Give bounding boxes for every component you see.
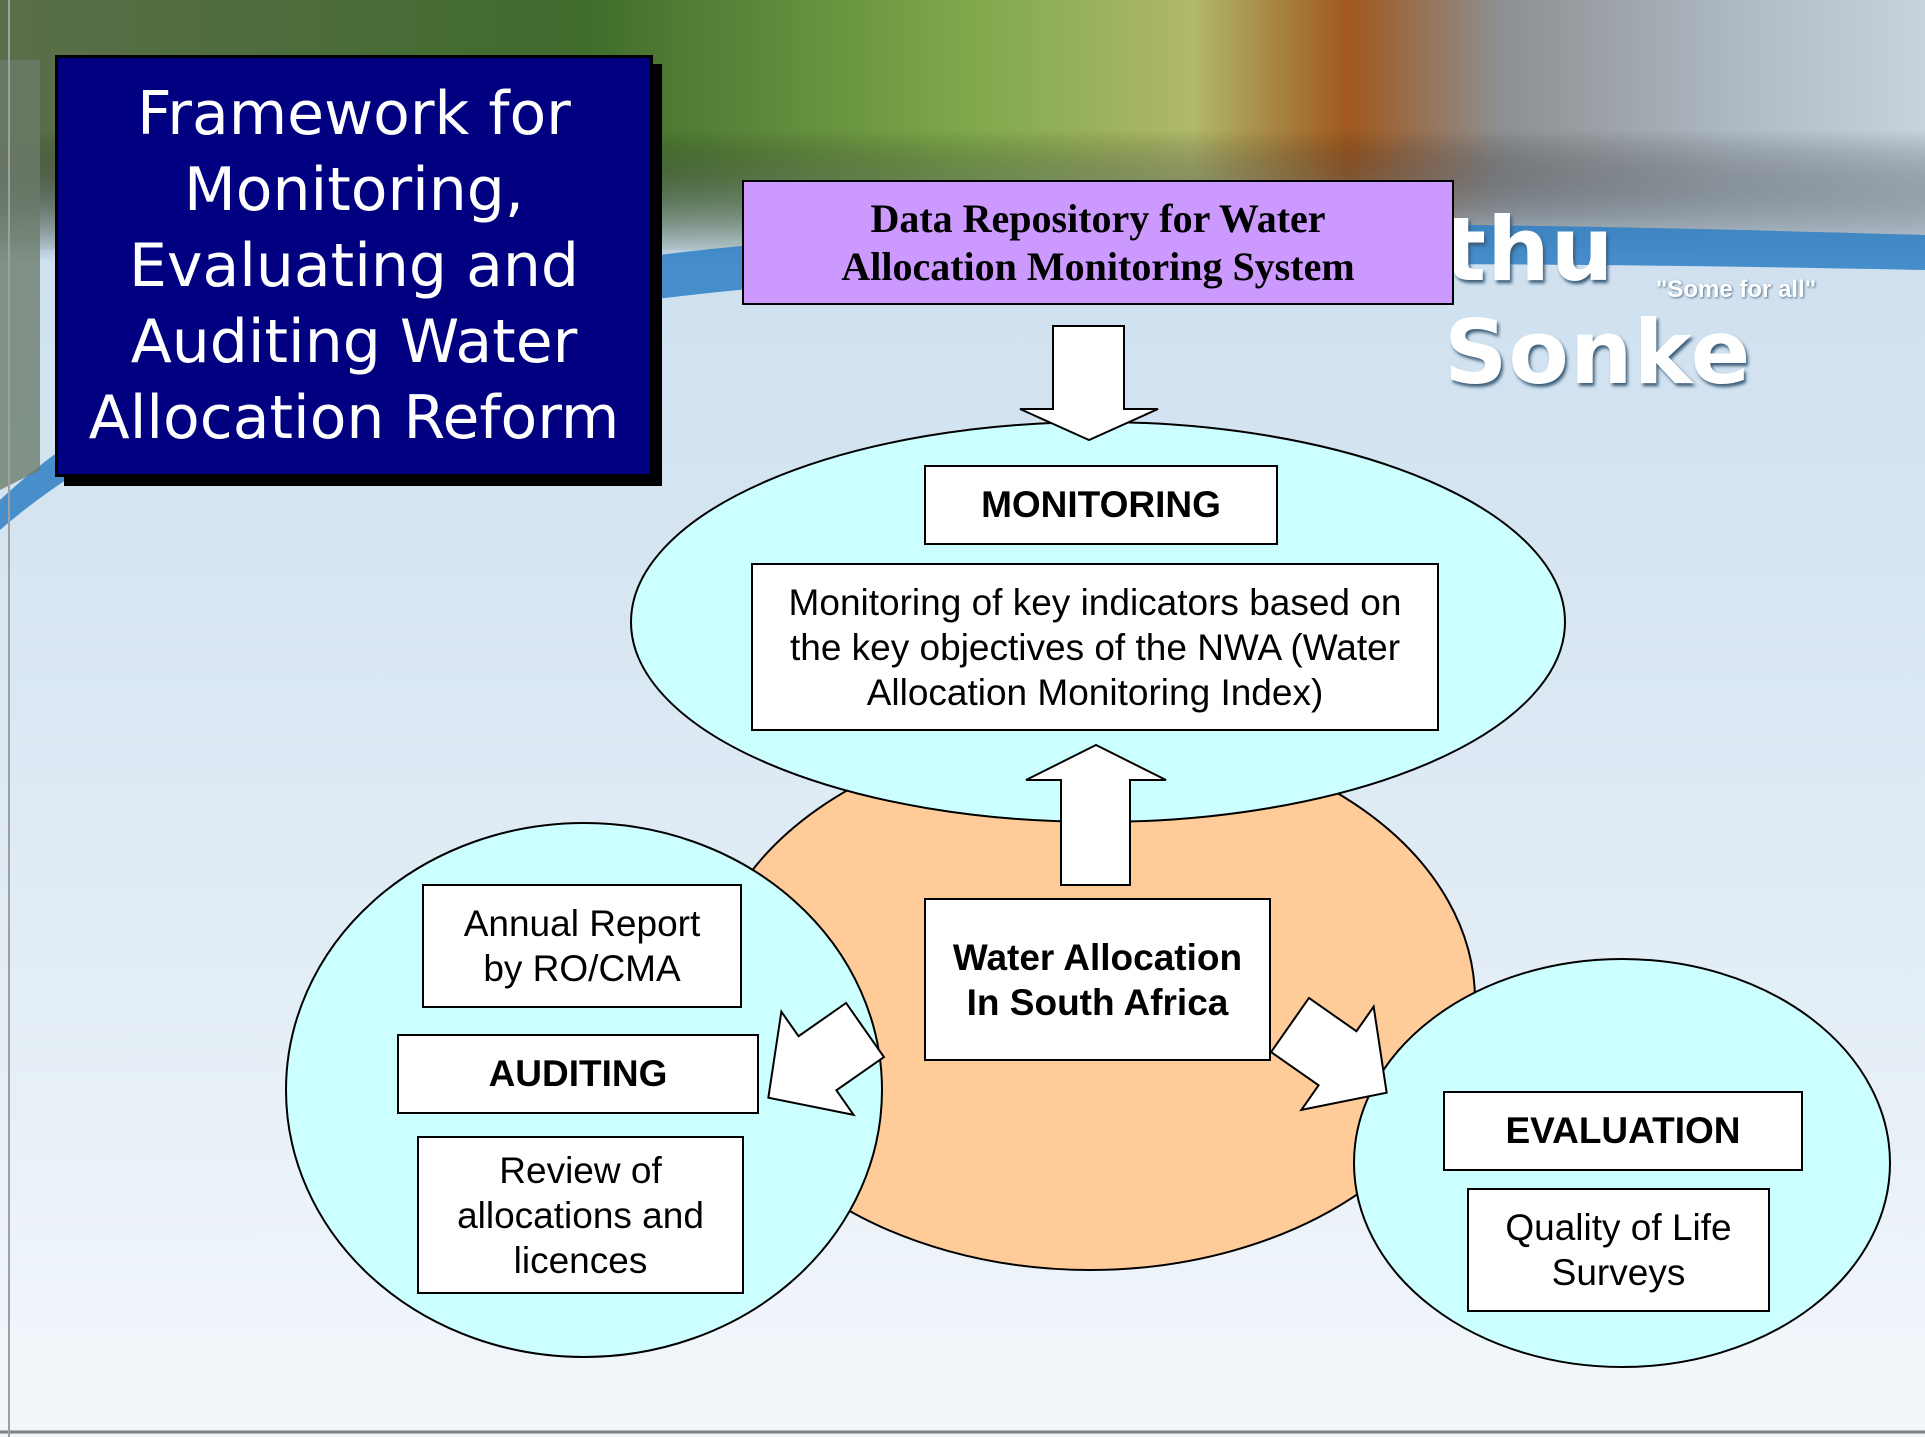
arrow-up-to-monitoring — [1025, 743, 1167, 886]
arrow-down-to-monitoring — [1019, 325, 1159, 442]
slide-title: Framework for Monitoring, Evaluating and… — [55, 55, 653, 477]
arrow-to-evaluation — [1269, 996, 1388, 1112]
auditing-report: Annual Report by RO/CMA — [422, 884, 742, 1008]
monitoring-heading: MONITORING — [924, 465, 1278, 545]
repository-box: Data Repository for Water Allocation Mon… — [742, 180, 1454, 305]
brand-tagline: "Some for all" — [1656, 276, 1817, 303]
center-label: Water Allocation In South Africa — [924, 898, 1271, 1061]
brand-name: thu Sonke — [1444, 198, 1752, 404]
auditing-review: Review of allocations and licences — [417, 1136, 744, 1294]
arrow-to-auditing — [767, 1001, 886, 1117]
monitoring-description: Monitoring of key indicators based on th… — [751, 563, 1439, 731]
auditing-heading: AUDITING — [397, 1034, 759, 1114]
dam-wall — [0, 60, 40, 490]
evaluation-surveys: Quality of Life Surveys — [1467, 1188, 1770, 1312]
evaluation-heading: EVALUATION — [1443, 1091, 1803, 1171]
